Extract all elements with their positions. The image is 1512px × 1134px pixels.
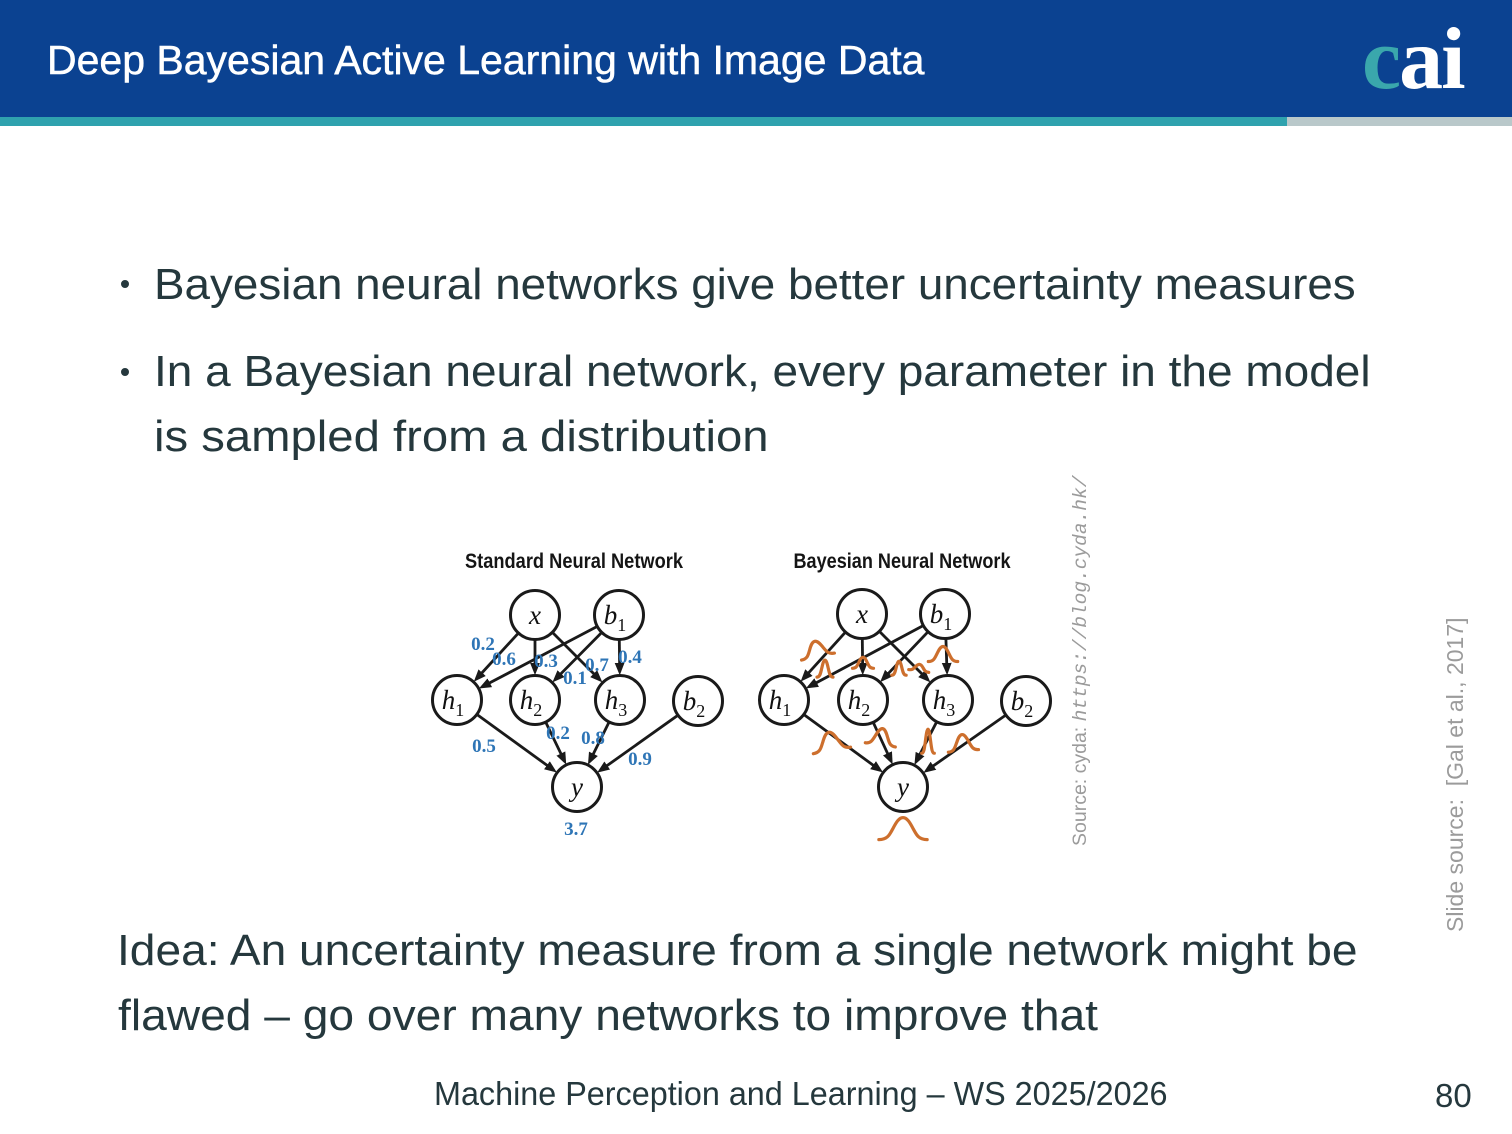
svg-text:0.4: 0.4 (618, 647, 642, 668)
svg-text:0.3: 0.3 (534, 651, 558, 672)
svg-text:x: x (528, 600, 541, 630)
svg-text:0.2: 0.2 (471, 634, 495, 655)
svg-text:Bayesian Neural Network: Bayesian Neural Network (794, 550, 1011, 573)
svg-text:0.2: 0.2 (546, 723, 570, 744)
svg-text:0.5: 0.5 (472, 736, 496, 757)
svg-text:3.7: 3.7 (564, 819, 588, 840)
svg-text:0.6: 0.6 (492, 649, 516, 670)
svg-text:y: y (568, 772, 583, 802)
svg-text:Standard Neural Network: Standard Neural Network (465, 550, 683, 573)
svg-text:0.8: 0.8 (581, 728, 605, 749)
svg-text:0.9: 0.9 (628, 749, 652, 770)
svg-text:0.1: 0.1 (563, 668, 587, 689)
svg-text:x: x (855, 599, 868, 629)
svg-text:0.7: 0.7 (585, 655, 609, 676)
svg-text:y: y (894, 772, 909, 802)
